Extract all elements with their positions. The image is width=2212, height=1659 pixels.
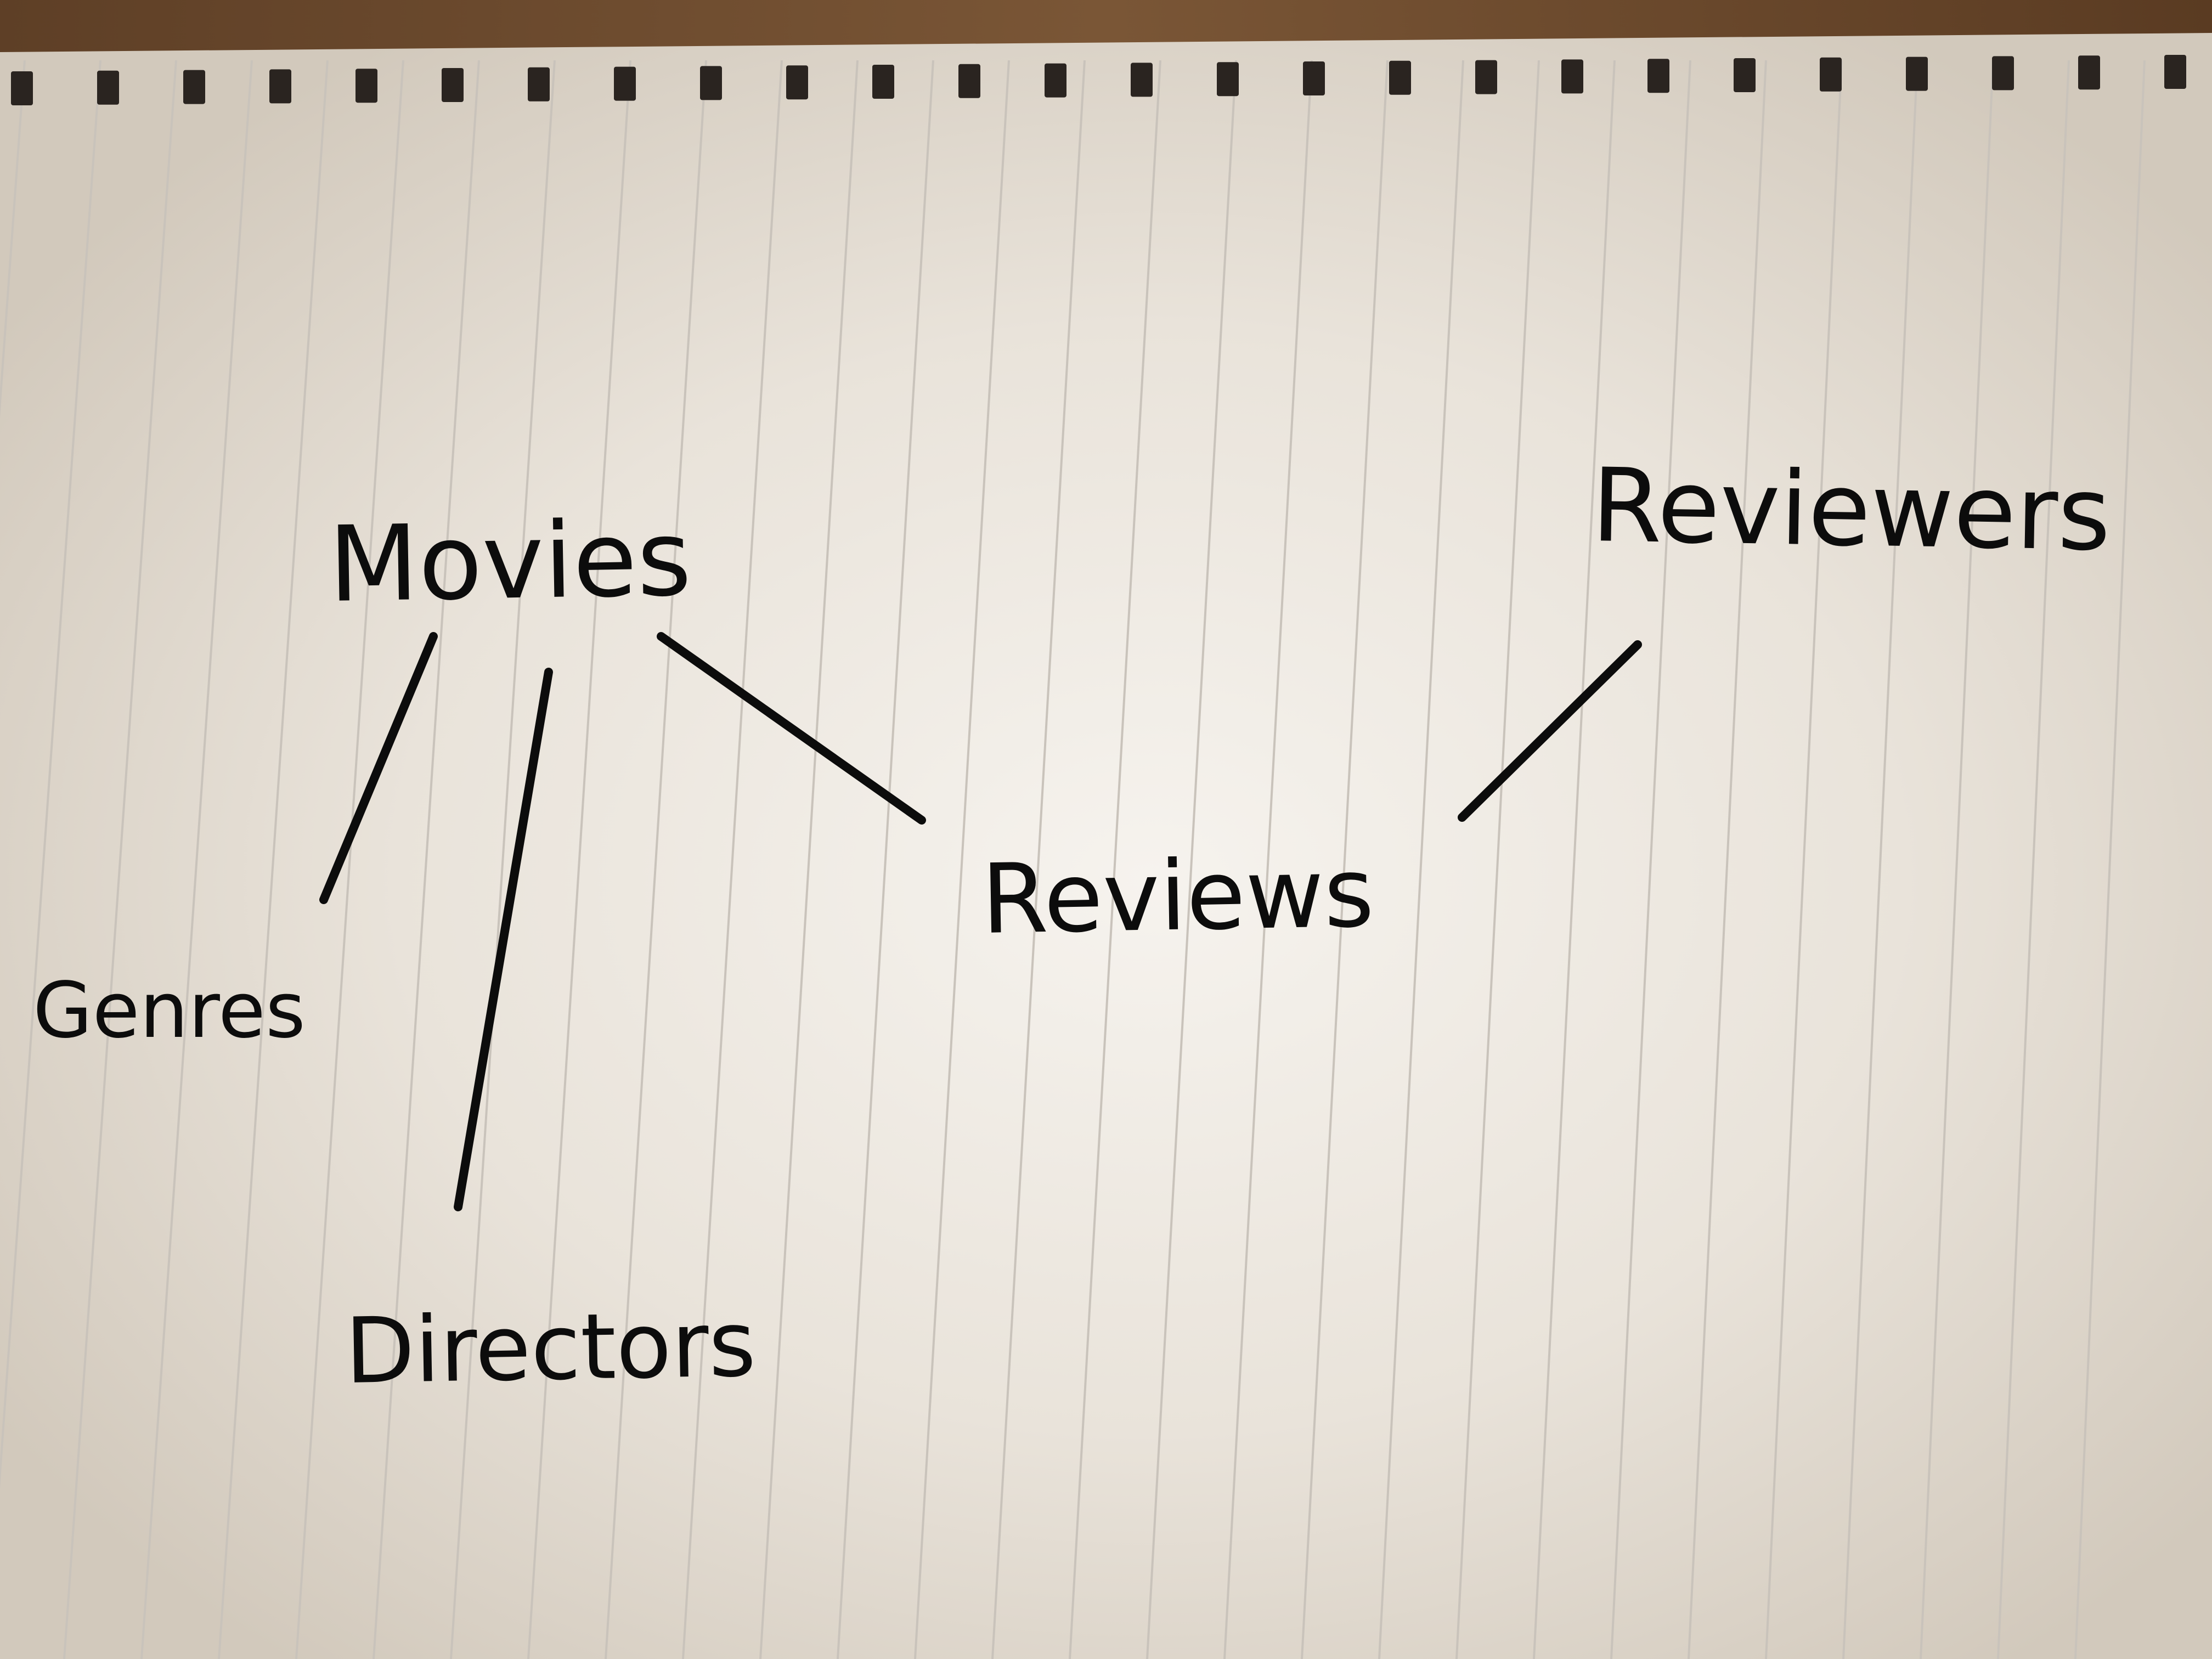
rule-line [527, 60, 631, 1659]
perforation-hole [700, 66, 722, 100]
rule-line [63, 60, 177, 1659]
perforation-hole [1131, 63, 1153, 97]
rule-line [1146, 60, 1237, 1659]
perforation-hole [872, 65, 894, 99]
rule-line [1920, 60, 1994, 1659]
perforation-hole [183, 70, 205, 104]
rule-line [682, 60, 783, 1659]
arrow-movies-to-genres [319, 632, 438, 904]
rule-line [1997, 60, 2070, 1659]
arrow-reviews-to-movies [657, 632, 926, 825]
perforation-hole [97, 70, 119, 105]
label-directors: Directors [344, 1291, 757, 1404]
ruled-lines [0, 60, 2146, 1659]
rule-line [1765, 60, 1843, 1659]
rule-line [1455, 60, 1540, 1659]
perforation-hole [1475, 60, 1497, 94]
rule-line [1610, 60, 1691, 1659]
perforation-hole [1734, 58, 1756, 92]
perforation-hole [2164, 55, 2186, 89]
rule-line [1069, 60, 1161, 1659]
rule-line [2074, 60, 2146, 1659]
perforation-hole [1389, 60, 1411, 95]
perforation-hole [1906, 57, 1928, 91]
rule-line [914, 60, 1010, 1659]
perforation-hole [2078, 55, 2100, 90]
perforation-hole [614, 66, 636, 101]
rule-line [605, 60, 707, 1659]
arrow-reviews-to-reviewers [1458, 640, 1642, 822]
rule-line [218, 60, 329, 1659]
perforation-hole [11, 71, 33, 105]
rule-line [1378, 60, 1464, 1659]
rule-line [1301, 60, 1389, 1659]
perforation-hole [786, 65, 808, 100]
perforation-hole [528, 67, 550, 101]
label-movies: Movies [328, 498, 692, 625]
arrow-directors-to-movies [454, 668, 553, 1211]
perforation-hole [1820, 57, 1842, 92]
rule-line [1533, 60, 1616, 1659]
spiral-perforations [11, 55, 2186, 105]
label-reviewers: Reviewers [1590, 446, 2112, 573]
perforation-hole [356, 69, 377, 103]
paper-sheet [0, 33, 2212, 1659]
perforation-hole [1561, 59, 1583, 94]
perforation-hole [1647, 59, 1669, 93]
rule-line [991, 60, 1086, 1659]
label-genres: Genres [33, 966, 306, 1056]
rule-line [0, 60, 26, 419]
perforation-hole [1303, 61, 1325, 95]
perforation-hole [1217, 62, 1239, 97]
rule-line [837, 60, 934, 1659]
rule-line [1842, 60, 1918, 1659]
perforation-hole [442, 68, 464, 102]
label-reviews: Reviews [980, 838, 1375, 956]
perforation-hole [269, 69, 291, 104]
rule-line [373, 60, 480, 1659]
rule-line [759, 60, 859, 1659]
diagram-arrows [319, 632, 1642, 1211]
rule-line [295, 60, 404, 1659]
perforation-hole [958, 64, 980, 98]
rule-line [0, 60, 101, 1489]
rule-line [1223, 60, 1313, 1659]
perforation-hole [1045, 63, 1066, 98]
perforation-hole [1992, 56, 2014, 91]
rule-line [450, 60, 556, 1659]
rule-line [1688, 60, 1767, 1659]
rule-line [140, 60, 253, 1659]
